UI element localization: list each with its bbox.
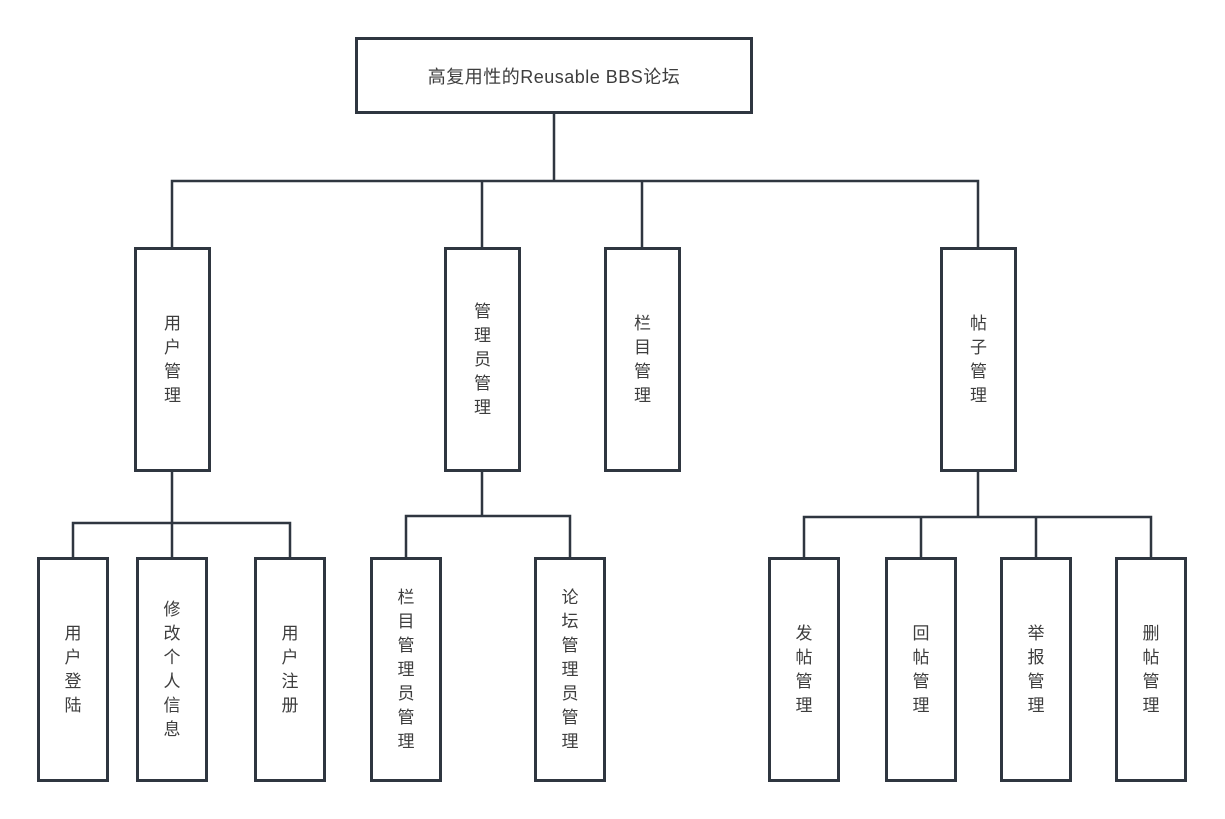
node-column-management-label: 栏目管理 [634,313,651,405]
node-post-management-label: 帖子管理 [970,313,987,405]
node-post-delete-management-label: 删帖管理 [1142,623,1160,715]
node-edit-profile-label: 修改个人信息 [163,599,181,739]
node-admin-management-label: 管理员管理 [474,301,491,417]
node-post-create-management: 发帖管理 [768,557,840,782]
node-user-login: 用户登陆 [37,557,109,782]
node-forum-admin-management-label: 论坛管理员管理 [561,587,579,751]
node-post-delete-management: 删帖管理 [1115,557,1187,782]
node-edit-profile: 修改个人信息 [136,557,208,782]
node-root-label: 高复用性的Reusable BBS论坛 [427,66,681,87]
node-post-reply-management: 回帖管理 [885,557,957,782]
node-post-create-management-label: 发帖管理 [795,623,813,715]
node-column-admin-management: 栏目管理员管理 [370,557,442,782]
node-post-management: 帖子管理 [940,247,1017,472]
node-forum-admin-management: 论坛管理员管理 [534,557,606,782]
node-report-management-label: 举报管理 [1027,623,1045,715]
node-user-register-label: 用户注册 [281,623,299,715]
node-post-reply-management-label: 回帖管理 [912,623,930,715]
node-user-login-label: 用户登陆 [64,623,82,715]
node-root: 高复用性的Reusable BBS论坛 [355,37,753,114]
node-user-management-label: 用户管理 [164,313,181,405]
node-user-register: 用户注册 [254,557,326,782]
node-column-management: 栏目管理 [604,247,681,472]
node-report-management: 举报管理 [1000,557,1072,782]
node-user-management: 用户管理 [134,247,211,472]
node-admin-management: 管理员管理 [444,247,521,472]
node-column-admin-management-label: 栏目管理员管理 [397,587,415,751]
